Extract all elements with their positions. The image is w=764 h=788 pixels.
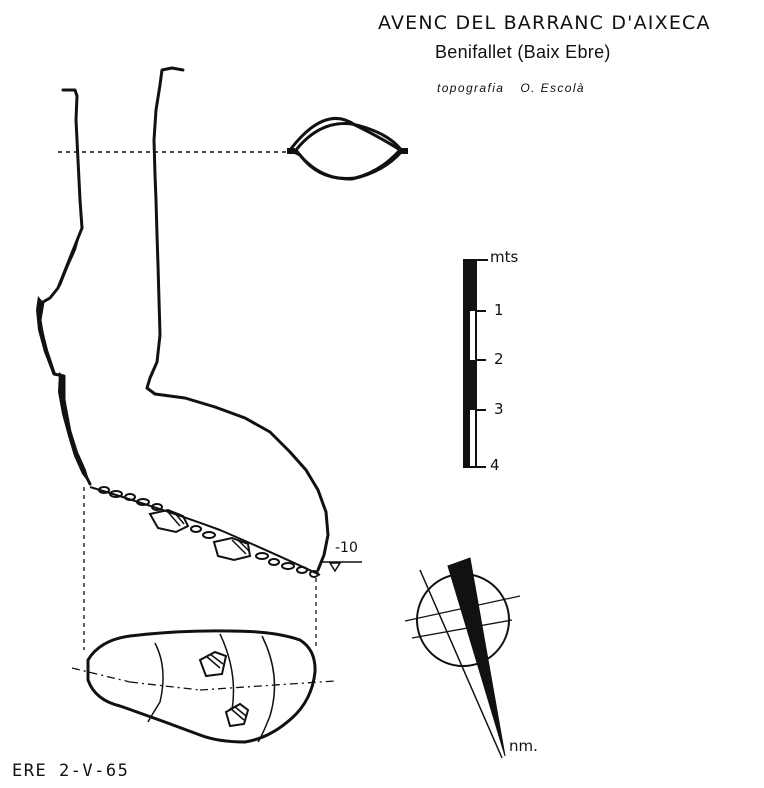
footer-code: ERE 2-V-65 xyxy=(12,761,130,781)
credit-label: topografia xyxy=(437,81,505,95)
scale-tick-label: 1 xyxy=(494,301,504,319)
plan-boulder-hatching xyxy=(205,653,247,721)
projection-lines xyxy=(83,487,317,650)
scale-bar xyxy=(463,259,488,468)
survey-location: Benifallet (Baix Ebre) xyxy=(435,42,611,62)
entrance-cross-section xyxy=(58,116,408,181)
survey-title: AVENC DEL BARRANC D'AIXECA xyxy=(378,12,711,34)
depth-label: -10 xyxy=(335,540,358,556)
section-boulder-hatching xyxy=(167,511,250,555)
north-arrow xyxy=(404,557,521,759)
scale-tick-label: 4 xyxy=(490,456,500,474)
survey-credit: topografia O. Escolà xyxy=(437,81,585,95)
depth-marker xyxy=(320,561,362,573)
scale-tick-label: 2 xyxy=(494,350,504,368)
section-right-wall xyxy=(145,66,330,572)
scale-tick-label: 3 xyxy=(494,400,504,418)
section-floor-rubble xyxy=(89,486,321,578)
section-left-wall-shading xyxy=(36,228,90,484)
scale-unit-label: mts xyxy=(490,248,519,266)
north-label: nm. xyxy=(509,737,538,755)
credit-author: O. Escolà xyxy=(520,81,585,95)
floor-plan xyxy=(71,629,336,744)
